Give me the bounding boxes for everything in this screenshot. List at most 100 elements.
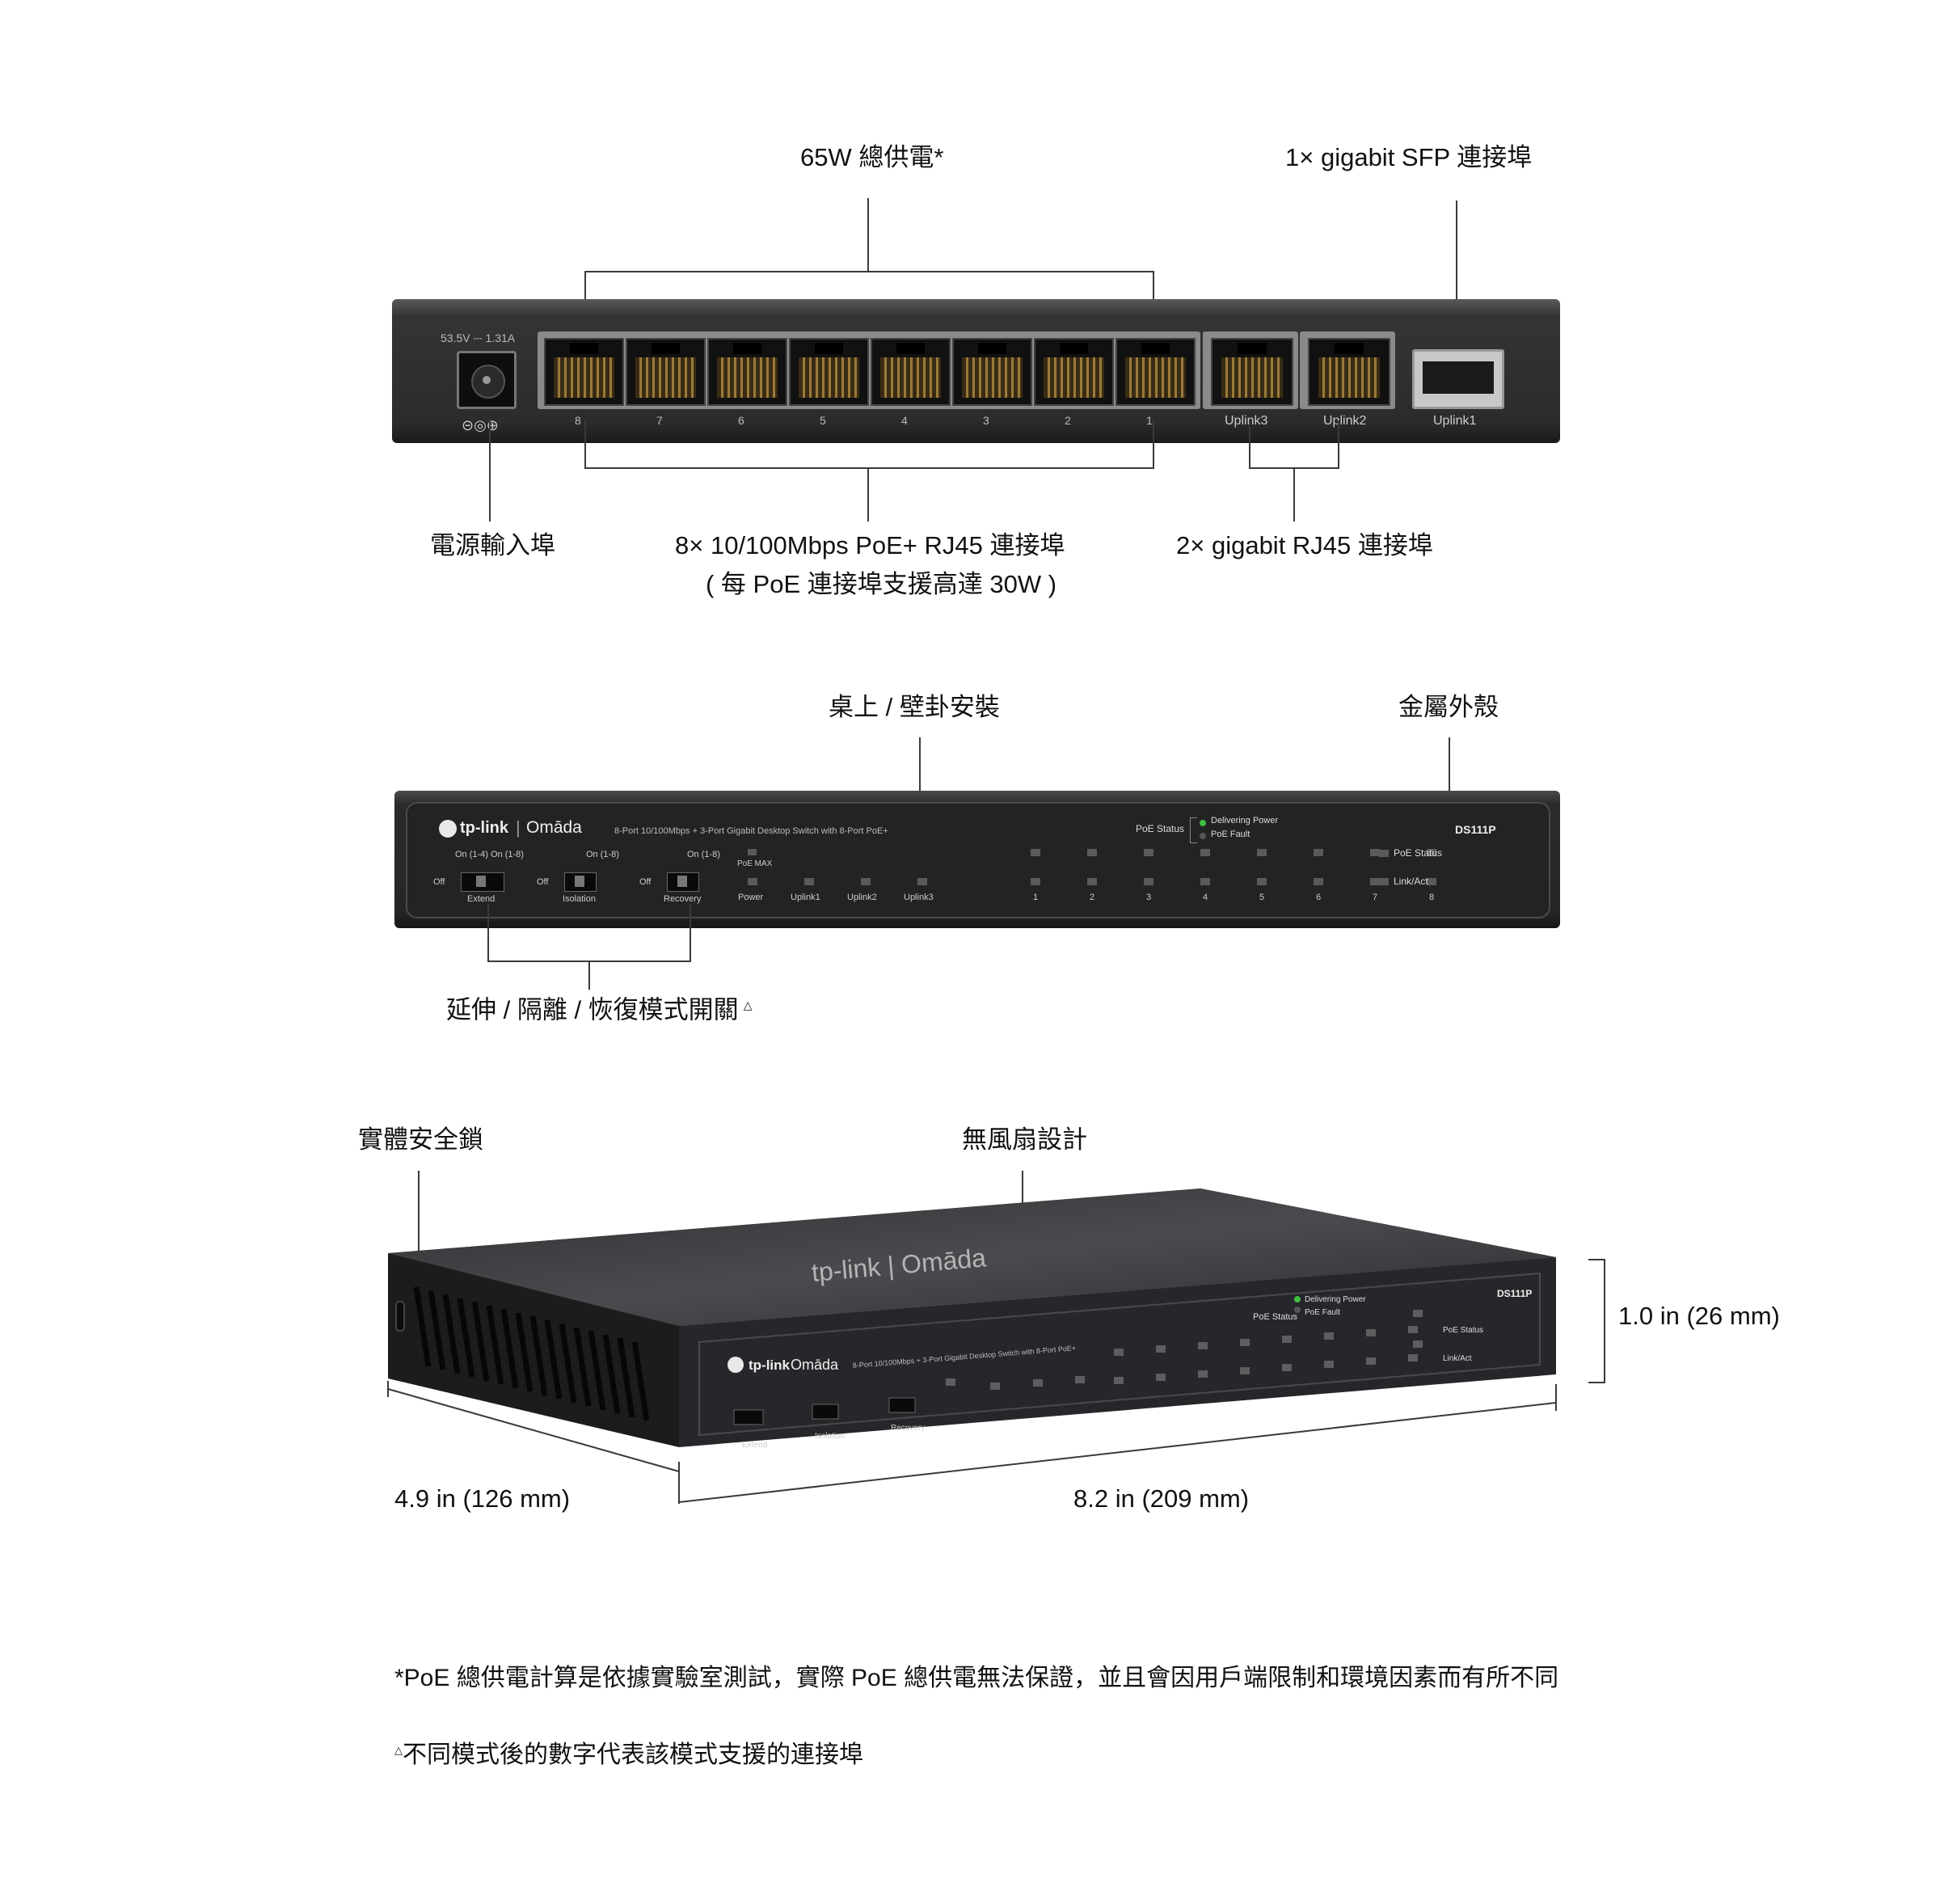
led-indicator <box>1370 878 1380 885</box>
off-label: Off <box>537 877 549 887</box>
legend-poe-status: PoE Status <box>1443 1326 1483 1335</box>
led-label: 4 <box>1203 893 1208 902</box>
led-indicator <box>1087 849 1097 856</box>
delivering-power-label: Delivering Power <box>1211 816 1279 825</box>
leader-line <box>489 419 491 521</box>
rj45-port <box>952 338 1032 406</box>
sfp-port <box>1412 349 1504 409</box>
front-panel: tp-link | Omāda 8-Port 10/100Mbps + 3-Po… <box>394 791 1560 928</box>
footnote-poe: *PoE 總供電計算是依據實驗室測試，實際 PoE 總供電無法保證，並且會因用戶… <box>394 1665 1559 1691</box>
callout-mount: 桌上 / 壁卦安裝 <box>829 693 1000 721</box>
bracket-line <box>1338 420 1339 469</box>
port-number: 8 <box>575 414 581 427</box>
uplink-label: Uplink3 <box>1225 414 1268 428</box>
bracket-line <box>584 467 1154 469</box>
bracket-line <box>690 904 691 962</box>
led-label: 1 <box>1033 893 1039 902</box>
rj45-port <box>1116 338 1196 406</box>
poe-max-label: PoE MAX <box>737 859 773 868</box>
brand-name: tp-link <box>749 1357 791 1373</box>
power-rating: 53.5V ⎓ 1.31A <box>441 331 516 344</box>
sub-brand: Omāda <box>791 1357 839 1373</box>
led-label: 3 <box>1146 893 1152 902</box>
isolation-switch[interactable] <box>564 872 597 892</box>
callout-depth: 4.9 in (126 mm) <box>394 1484 571 1513</box>
poe-fault-label: PoE Fault <box>1211 830 1250 839</box>
switch-name: Extend <box>742 1441 767 1450</box>
callout-fanless: 無風扇設計 <box>962 1125 1087 1154</box>
poe-fault-label: PoE Fault <box>1305 1308 1340 1317</box>
switch-extend-top-label: On (1-4) On (1-8) <box>455 850 524 859</box>
led-label: 2 <box>1090 893 1095 902</box>
rj45-port <box>544 338 624 406</box>
led-indicator <box>804 878 814 885</box>
product-description: 8-Port 10/100Mbps + 3-Port Gigabit Deskt… <box>614 826 888 836</box>
rj45-port <box>707 338 787 406</box>
rj45-port <box>789 338 869 406</box>
bracket-line <box>487 904 489 962</box>
callout-mode-switches: 延伸 / 隔離 / 恢復模式開關△ <box>446 995 753 1024</box>
port-number: 4 <box>901 414 908 427</box>
led-indicator <box>748 878 757 885</box>
callout-poe-ports: 8× 10/100Mbps PoE+ RJ45 連接埠 <box>675 531 1065 559</box>
leader-line <box>1449 737 1450 794</box>
recovery-switch[interactable] <box>667 872 699 892</box>
brand-name: tp-link <box>460 819 508 837</box>
callout-width: 8.2 in (209 mm) <box>1073 1484 1250 1513</box>
callout-power-input: 電源輸入埠 <box>430 531 555 559</box>
led-indicator <box>1314 878 1323 885</box>
extend-switch[interactable] <box>461 872 504 892</box>
bracket-line <box>584 271 1154 272</box>
port-number: 5 <box>820 414 826 427</box>
led-indicator <box>1427 849 1436 856</box>
tp-link-logo-icon <box>439 820 457 838</box>
led-label: 7 <box>1373 893 1378 902</box>
bracket-line <box>584 420 586 469</box>
led-indicator <box>1144 849 1153 856</box>
callout-poe-ports-note: ( 每 PoE 連接埠支援高達 30W ) <box>706 570 1057 598</box>
triangle-mark: △ <box>394 1744 403 1756</box>
leader-line <box>588 960 590 990</box>
led-label: 5 <box>1259 893 1265 902</box>
led-indicator <box>1200 878 1210 885</box>
callout-height: 1.0 in (26 mm) <box>1618 1302 1780 1330</box>
leader-line <box>867 198 869 272</box>
leader-line <box>1293 467 1295 521</box>
led-indicator <box>1031 849 1040 856</box>
switch-name: Isolation <box>815 1432 845 1441</box>
led-label: Power <box>738 893 764 902</box>
rj45-port <box>1211 338 1293 406</box>
callout-total-power: 65W 總供電* <box>800 143 944 171</box>
off-label: Off <box>433 877 445 887</box>
callout-security-lock: 實體安全鎖 <box>358 1125 483 1154</box>
bracket-line <box>1249 420 1250 469</box>
off-label: Off <box>639 877 652 887</box>
leader-line <box>1456 201 1457 356</box>
callout-sfp-port: 1× gigabit SFP 連接埠 <box>1285 143 1533 171</box>
switch-isolation-top-label: On (1-8) <box>586 850 619 859</box>
port-number: 6 <box>738 414 744 427</box>
model-name: DS111P <box>1455 823 1496 836</box>
legend-poe-status: PoE Status <box>1394 847 1443 859</box>
switch-name: Isolation <box>563 894 596 904</box>
led-indicator <box>1087 878 1097 885</box>
uplink-label: Uplink2 <box>1323 414 1367 428</box>
triangle-mark: △ <box>743 998 753 1011</box>
led-indicator <box>748 849 757 855</box>
led-grey <box>1200 833 1206 839</box>
poe-status-title: PoE Status <box>1253 1312 1298 1322</box>
poe-status-title: PoE Status <box>1136 823 1185 834</box>
height-dimension-line <box>1588 1259 1605 1383</box>
delivering-power-label: Delivering Power <box>1305 1295 1366 1304</box>
led-indicator <box>1200 849 1210 856</box>
bracket-line <box>1153 420 1154 469</box>
port-number: 1 <box>1146 414 1153 427</box>
leader-line <box>919 737 921 794</box>
led-indicator <box>861 878 871 885</box>
switch-recovery-top-label: On (1-8) <box>687 850 720 859</box>
led-indicator <box>1370 849 1380 856</box>
dc-power-jack <box>457 351 517 409</box>
led-indicator <box>1314 849 1323 856</box>
led-green <box>1200 820 1206 826</box>
